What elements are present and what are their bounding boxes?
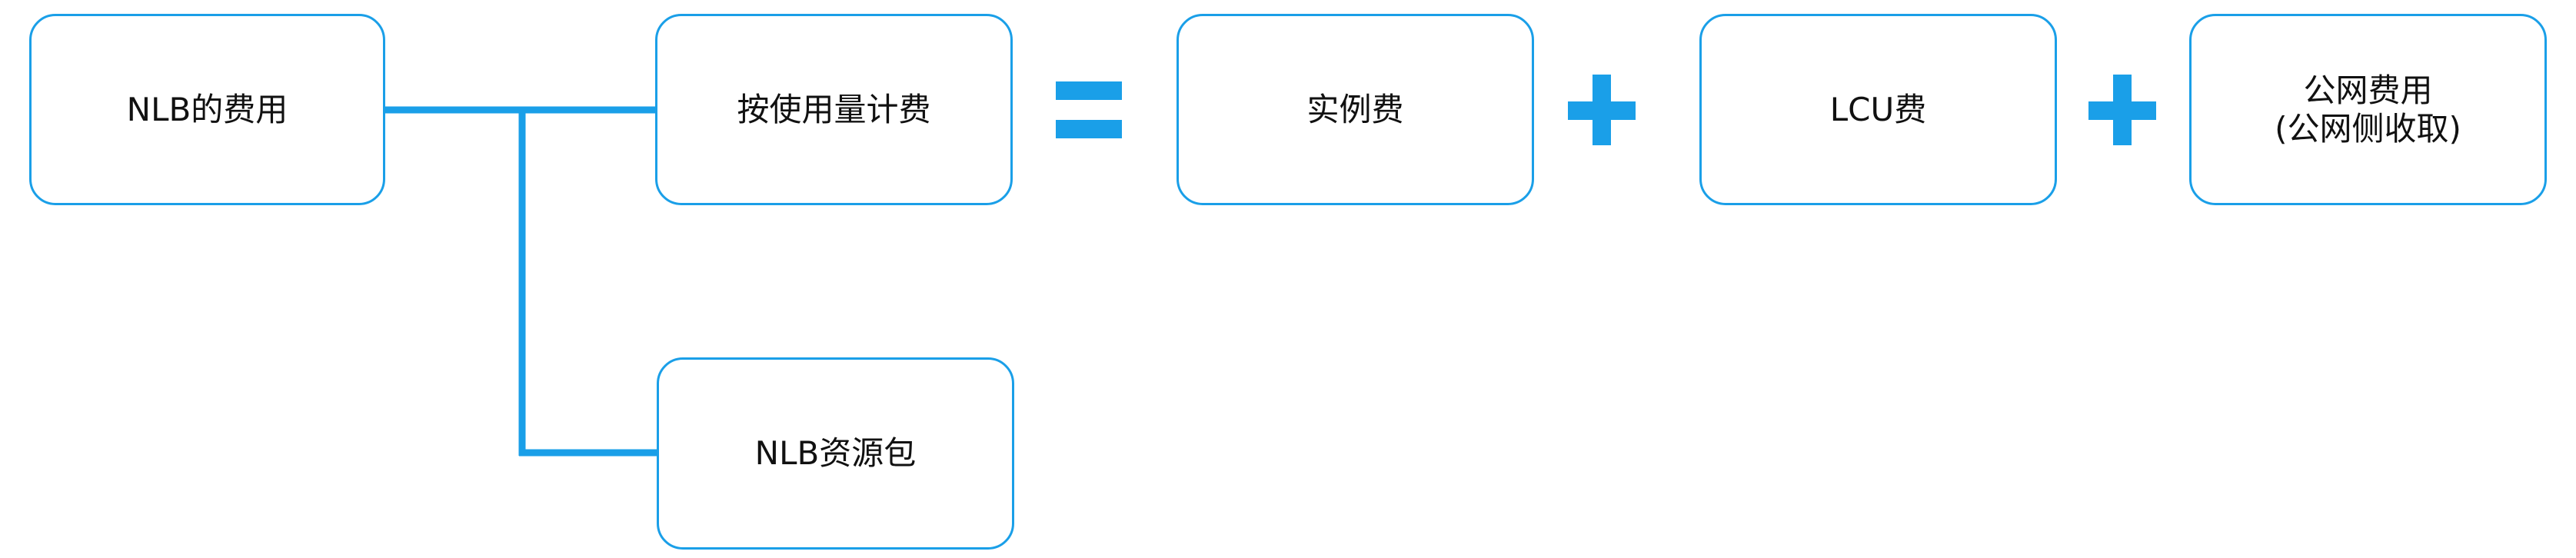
node-pay-as-you-go: 按使用量计费 xyxy=(655,14,1013,205)
equals-top-bar xyxy=(1056,81,1122,100)
node-lcu-fee-label: LCU费 xyxy=(1829,90,1927,128)
plus-sign-icon xyxy=(1568,75,1636,145)
node-nlb-fee: NLB的费用 xyxy=(29,14,385,205)
node-public-network-fee-line2: (公网侧收取) xyxy=(2275,109,2461,148)
node-instance-fee-label: 实例费 xyxy=(1306,90,1404,128)
equals-bottom-bar xyxy=(1056,120,1122,138)
node-resource-package-label: NLB资源包 xyxy=(754,434,917,472)
node-public-network-fee: 公网费用 (公网侧收取) xyxy=(2189,14,2547,205)
plus-sign-icon xyxy=(2088,75,2156,145)
node-nlb-fee-label: NLB的费用 xyxy=(126,90,288,128)
equals-sign-icon xyxy=(1056,81,1122,138)
node-pay-as-you-go-label: 按使用量计费 xyxy=(737,90,931,128)
plus-vertical-bar xyxy=(1593,75,1611,145)
plus-vertical-bar xyxy=(2113,75,2132,145)
node-resource-package: NLB资源包 xyxy=(657,357,1014,550)
node-instance-fee: 实例费 xyxy=(1177,14,1534,205)
node-public-network-fee-line1: 公网费用 xyxy=(2303,71,2433,109)
node-lcu-fee: LCU费 xyxy=(1699,14,2057,205)
